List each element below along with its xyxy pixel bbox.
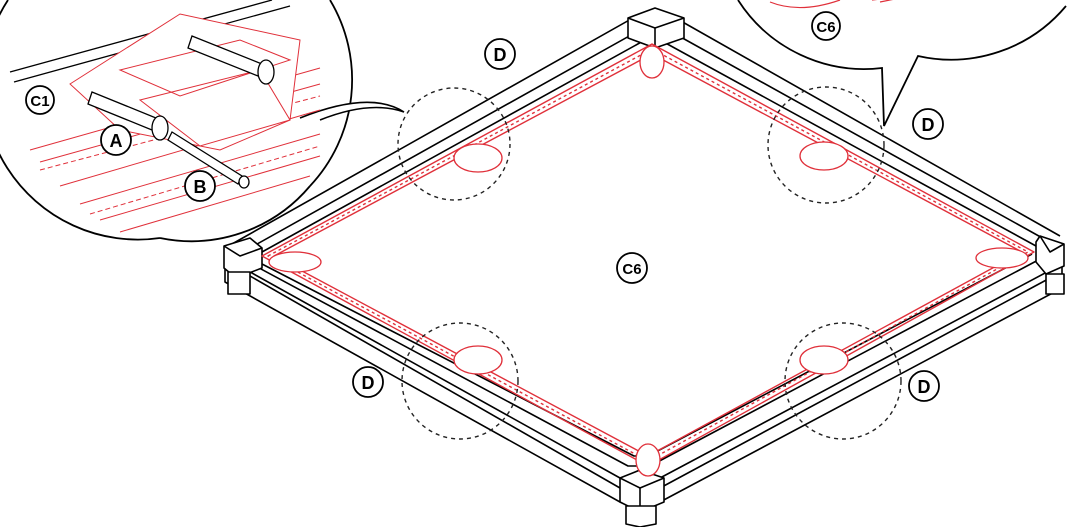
label-b: B [184, 170, 216, 202]
svg-text:A: A [110, 131, 123, 151]
screw-icon [87, 35, 275, 141]
label-c6-detail: C6 [811, 11, 841, 41]
svg-text:D: D [494, 45, 507, 65]
label-c6-center: C6 [616, 252, 648, 284]
detail-circles [397, 86, 902, 440]
svg-text:C1: C1 [30, 93, 49, 110]
label-d-bottom-right: D [908, 370, 940, 402]
svg-text:C6: C6 [816, 19, 835, 36]
detail-circle-bottom-left [401, 322, 519, 440]
detail-circle-top-right [767, 86, 885, 204]
label-d-bottom-left: D [352, 366, 384, 398]
label-d-top-left: D [484, 38, 516, 70]
label-a: A [100, 124, 132, 156]
corner-posts [223, 7, 1065, 527]
detail-circle-top-left [397, 87, 511, 201]
detail-magnifier-c1 [0, 0, 405, 243]
label-d-top-right: D [912, 108, 944, 140]
svg-text:D: D [362, 373, 375, 393]
dowel-icon [167, 131, 250, 189]
corner-brackets [268, 45, 1029, 477]
detail-magnifier-c6 [737, 0, 1067, 127]
svg-text:D: D [922, 115, 935, 135]
callout-labels: C1 A B C6 C6 D D D [25, 11, 944, 402]
svg-text:B: B [194, 177, 207, 197]
label-c1: C1 [25, 85, 55, 115]
detail-circle-bottom-right [784, 322, 902, 440]
svg-text:C6: C6 [622, 261, 641, 278]
svg-text:D: D [918, 377, 931, 397]
